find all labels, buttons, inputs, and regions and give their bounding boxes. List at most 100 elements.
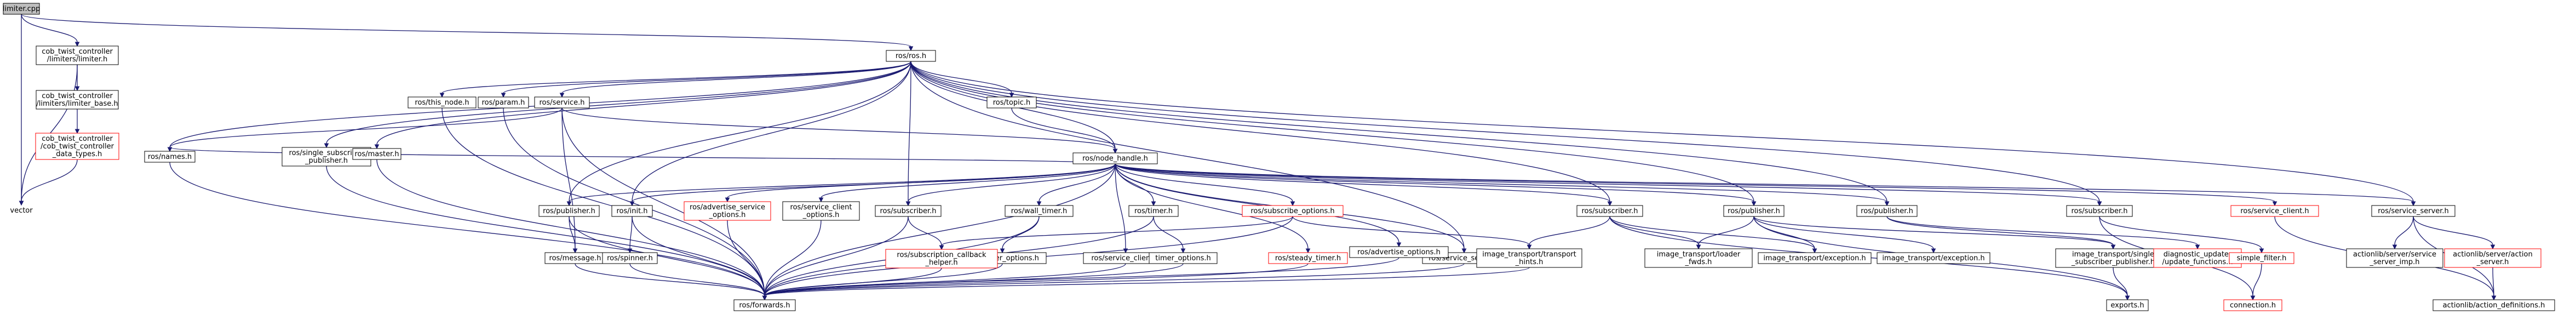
dependency-edge	[1753, 216, 1936, 254]
node-label: _helper.h	[925, 259, 957, 267]
edge-line	[910, 61, 1754, 202]
node-label: /limiters/limiter.h	[47, 55, 108, 64]
edge-line	[569, 216, 765, 296]
node-box	[144, 151, 196, 163]
file-node-init-h[interactable]: ros/init.h	[611, 205, 653, 217]
node-label: ros/names.h	[148, 153, 192, 161]
edge-line	[21, 159, 78, 202]
file-node-advertise-opts-h[interactable]: ros/advertise_options.h	[1349, 246, 1449, 258]
file-node-service-server-h2[interactable]: ros/service_server.h	[2371, 205, 2455, 217]
file-node-it-subscriber-h[interactable]: ros/subscriber.h	[1576, 205, 1643, 217]
node-label: connection.h	[2230, 301, 2276, 310]
node-box	[1476, 248, 1582, 268]
node-label: ros/node_handle.h	[1082, 155, 1148, 163]
file-node-ros-h[interactable]: ros/ros.h	[886, 50, 936, 62]
file-node-this-node-h[interactable]: ros/this_node.h	[408, 96, 477, 109]
file-node-limiter-cpp[interactable]: limiter.cpp	[3, 3, 41, 15]
file-node-adv-service-opts-h[interactable]: ros/advertise_service_options.h	[684, 201, 771, 221]
edge-line	[1698, 216, 1754, 246]
file-node-limiter-base-h[interactable]: cob_twist_controller/limiters/limiter_ba…	[36, 90, 119, 110]
file-node-subscribe-opts-h[interactable]: ros/subscribe_options.h	[1242, 205, 1344, 217]
dependency-edge	[1115, 163, 1128, 254]
file-node-exports-h[interactable]: exports.h	[2106, 299, 2149, 311]
edge-arrowhead	[501, 93, 506, 98]
node-label: vector	[10, 207, 33, 215]
node-label: ros/publisher.h	[1728, 207, 1780, 215]
file-node-timer-opts-h[interactable]: timer_options.h	[1149, 252, 1218, 264]
file-node-it-exception-h1[interactable]: image_transport/exception.h	[1758, 252, 1872, 264]
file-node-it-transport-hints-h[interactable]: image_transport/transport_hints.h	[1476, 248, 1582, 268]
file-node-sub-callback-helper-h[interactable]: ros/subscription_callback_helper.h	[885, 249, 998, 269]
edge-line	[1753, 216, 1934, 249]
edge-line	[908, 163, 1116, 202]
file-node-topic-h[interactable]: ros/topic.h	[986, 96, 1037, 109]
file-node-subscriber-h1[interactable]: ros/subscriber.h	[875, 205, 942, 217]
file-node-data-types-h[interactable]: cob_twist_controller/cob_twist_controlle…	[35, 133, 119, 160]
edge-line	[629, 216, 633, 249]
file-node-master-h[interactable]: ros/master.h	[352, 148, 401, 160]
edge-arrowhead	[1527, 244, 1532, 250]
edge-line	[441, 107, 765, 296]
dependency-edge	[1753, 216, 2116, 250]
edge-line	[561, 107, 576, 249]
edge-line	[1115, 163, 1887, 202]
file-node-single-sub-pub-h[interactable]: ros/single_subscriber_publisher.h	[282, 147, 371, 167]
file-node-param-h[interactable]: ros/param.h	[478, 96, 529, 109]
file-node-al-action-server-h[interactable]: actionlib/server/action_server.h	[2444, 248, 2541, 268]
node-box	[408, 96, 477, 109]
edge-line	[1115, 163, 1309, 249]
file-node-it-single-sub-pub-h[interactable]: image_transport/single_subscriber_publis…	[2055, 248, 2171, 268]
node-label: _data_types.h	[52, 150, 102, 158]
edge-line	[569, 163, 1116, 202]
file-node-service-client-opts-h[interactable]: ros/service_client_options.h	[782, 201, 860, 221]
node-box	[2444, 248, 2541, 268]
dependency-edge	[575, 263, 767, 301]
file-node-node-handle-h[interactable]: ros/node_handle.h	[1072, 152, 1158, 164]
file-node-limiter-h[interactable]: cob_twist_controller/limiters/limiter.h	[36, 45, 119, 65]
edge-line	[1115, 163, 2414, 202]
dependency-edge	[1115, 163, 1402, 248]
node-label: ros/subscription_callback	[897, 251, 986, 259]
edge-arrowhead	[1000, 248, 1005, 254]
edge-line	[764, 263, 1309, 296]
file-node-subscriber-h2[interactable]: ros/subscriber.h	[2066, 205, 2133, 217]
file-node-al-action-defs-h[interactable]: actionlib/action_definitions.h	[2432, 299, 2555, 311]
file-node-timer-h[interactable]: ros/timer.h	[1128, 205, 1179, 217]
node-box	[611, 205, 653, 217]
file-node-publisher-h1[interactable]: ros/publisher.h	[538, 205, 600, 217]
file-node-forwards-h[interactable]: ros/forwards.h	[733, 299, 796, 311]
file-node-it-exception-h2[interactable]: image_transport/exception.h	[1877, 252, 1990, 264]
file-node-message-h[interactable]: ros/message.h	[544, 252, 606, 264]
dependency-edge	[1115, 163, 1757, 207]
file-node-names-h[interactable]: ros/names.h	[144, 151, 196, 163]
node-box	[684, 201, 771, 221]
file-node-al-service-server-imp-h[interactable]: actionlib/server/service_server_imp.h	[2346, 248, 2443, 268]
node-label: timer_options.h	[1155, 254, 1210, 262]
node-box	[886, 50, 936, 62]
node-box	[2432, 299, 2555, 311]
file-node-connection-h[interactable]: connection.h	[2223, 299, 2282, 311]
edge-arrowhead	[1607, 201, 1613, 207]
node-label: ros/subscribe_options.h	[1250, 207, 1334, 215]
edge-arrowhead	[818, 197, 824, 203]
file-node-it-loader-fwds-h[interactable]: image_transport/loader_fwds.h	[1644, 248, 1753, 268]
file-node-wall-timer-h[interactable]: ros/wall_timer.h	[1005, 205, 1074, 217]
file-node-steady-timer-h[interactable]: ros/steady_timer.h	[1268, 252, 1348, 264]
file-node-spinner-h[interactable]: ros/spinner.h	[602, 252, 658, 264]
file-node-service-client-h2[interactable]: ros/service_client.h	[2230, 205, 2319, 217]
node-label: _fwds.h	[1685, 258, 1712, 266]
edge-arrowhead	[762, 295, 767, 301]
edge-arrowhead	[2097, 201, 2102, 207]
node-label: cob_twist_controller	[42, 48, 113, 56]
edge-line	[1609, 216, 1699, 246]
file-node-diag-updater-h[interactable]: diagnostic_updater/update_functions.h	[2153, 248, 2242, 268]
file-node-service-h[interactable]: ros/service.h	[534, 96, 590, 109]
file-node-it-publisher-h[interactable]: ros/publisher.h	[1723, 205, 1785, 217]
edge-line	[1609, 216, 1815, 249]
edge-arrowhead	[725, 197, 730, 203]
file-node-simple-filter-h[interactable]: simple_filter.h	[2229, 252, 2294, 264]
node-box	[36, 45, 119, 65]
file-node-publisher-h2[interactable]: ros/publisher.h	[1856, 205, 1918, 217]
file-node-service-client-h1[interactable]: ros/service_client.h	[1083, 252, 1168, 264]
edge-line	[441, 61, 911, 94]
